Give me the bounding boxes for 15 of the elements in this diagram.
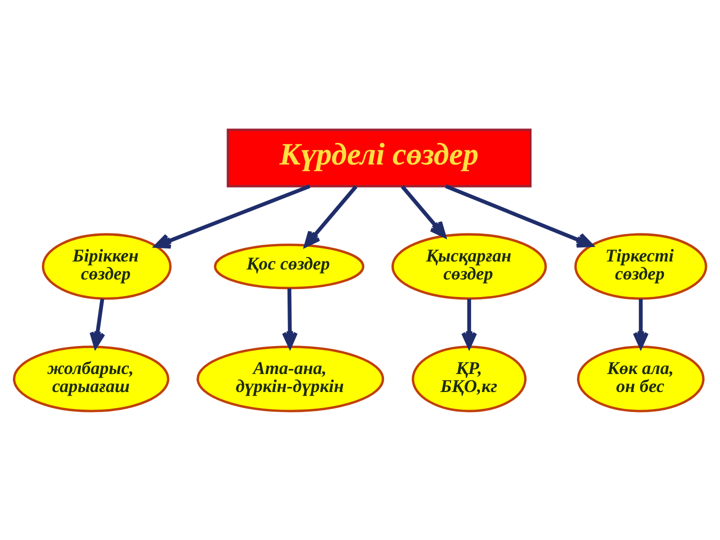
arrow xyxy=(445,184,594,248)
arrow xyxy=(90,298,106,348)
arrow xyxy=(632,298,649,348)
node-ellipse: Қос сөздер xyxy=(214,243,364,289)
arrow xyxy=(154,184,310,248)
node-ellipse: Ата-ана, дүркін-дүркін xyxy=(196,345,384,412)
arrow xyxy=(400,184,446,238)
node-ellipse: жолбарыс, сарыағаш xyxy=(12,345,170,412)
node-ellipse: Қысқарған сөздер xyxy=(391,232,547,300)
arrow xyxy=(461,298,478,348)
node-ellipse: Көк ала, он бес xyxy=(576,345,705,412)
node-box: Күрделі сөздер xyxy=(226,128,532,187)
arrow xyxy=(282,288,298,348)
node-ellipse: ҚР, БҚО,кг xyxy=(412,345,527,412)
arrow xyxy=(304,184,358,247)
